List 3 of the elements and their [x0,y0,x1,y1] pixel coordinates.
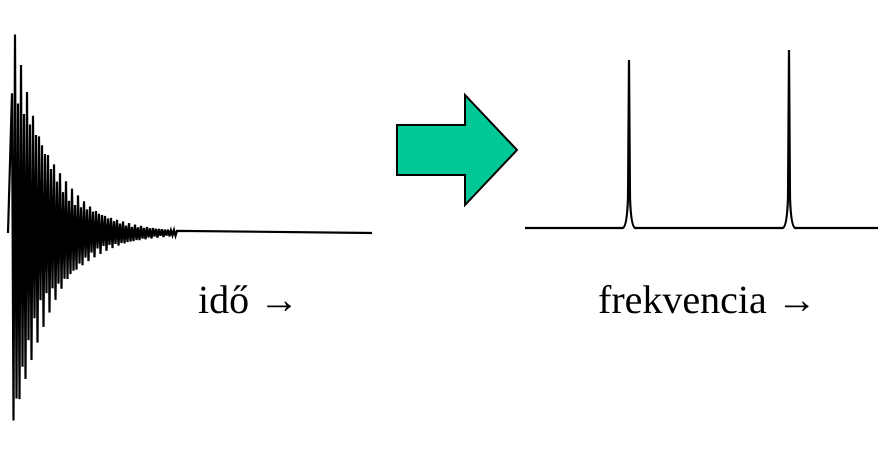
axis-label: idő → [198,280,300,320]
block-arrow [396,92,518,208]
axis-label: frekvencia → [598,280,817,320]
